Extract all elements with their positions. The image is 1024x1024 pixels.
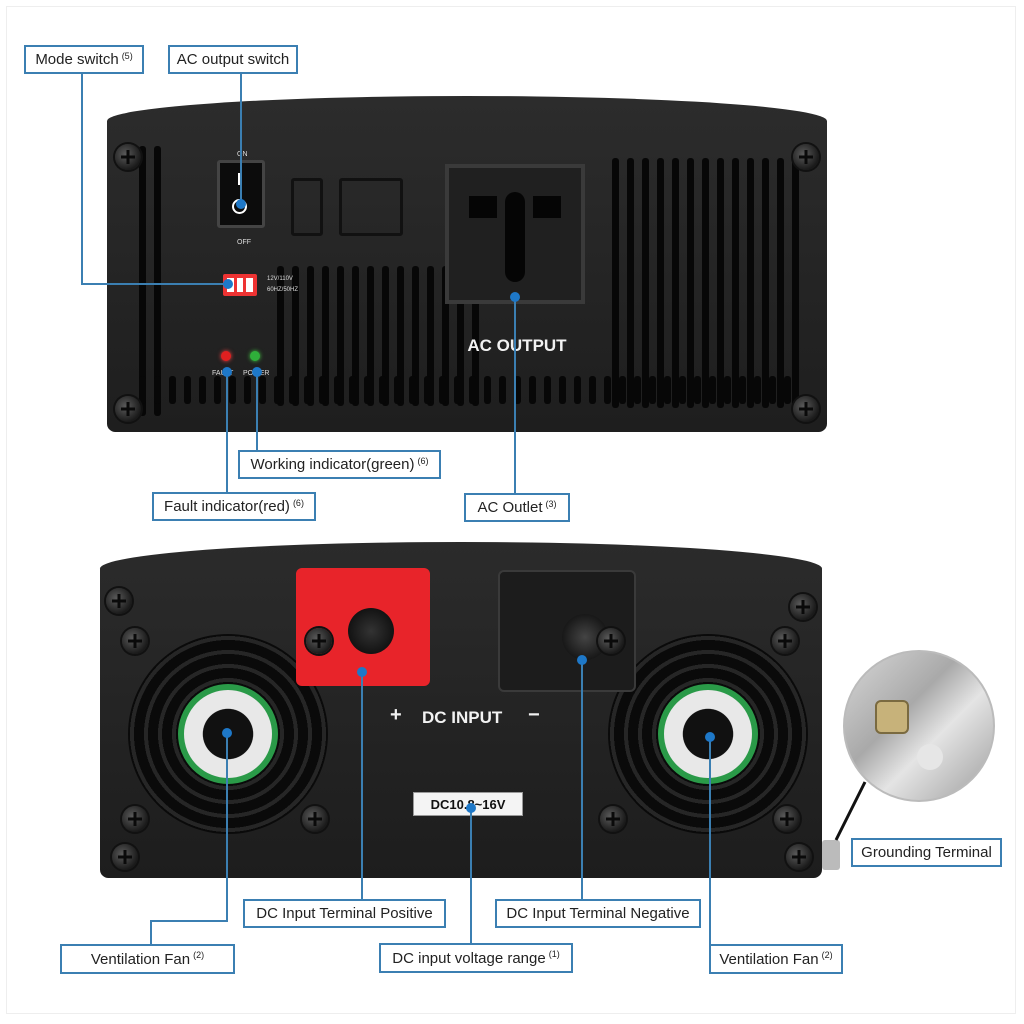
- callout-ventilation-fan-left: Ventilation Fan(2): [60, 944, 235, 974]
- callout-ac-outlet-note: (3): [546, 499, 557, 509]
- leader-fan-left-drop: [150, 920, 152, 946]
- callout-ac-output-switch: AC output switch: [168, 45, 298, 74]
- callout-dc-positive-text: DC Input Terminal Positive: [256, 905, 432, 922]
- callout-grounding-terminal-text: Grounding Terminal: [861, 844, 992, 861]
- callout-fan-left-text: Ventilation Fan: [91, 951, 190, 968]
- leader-dc-positive: [361, 672, 363, 900]
- pointer-ac-outlet: [510, 292, 520, 302]
- leader-mode-switch-h: [81, 283, 228, 285]
- callout-dc-positive: DC Input Terminal Positive: [243, 899, 446, 928]
- leader-dc-negative: [581, 660, 583, 900]
- leader-mode-switch-v: [81, 73, 83, 284]
- callout-fault-indicator: Fault indicator(red)(6): [152, 492, 316, 521]
- pointer-working-indicator: [252, 367, 262, 377]
- callout-dc-voltage-range-text: DC input voltage range: [392, 950, 545, 967]
- leader-ac-switch: [240, 73, 242, 205]
- callout-ac-output-switch-text: AC output switch: [177, 51, 290, 68]
- pointer-dc-voltage: [466, 803, 476, 813]
- leader-fan-right: [709, 737, 711, 945]
- callout-fan-right-note: (2): [822, 950, 833, 960]
- leader-ac-outlet: [514, 297, 516, 493]
- callout-fan-right-text: Ventilation Fan: [719, 951, 818, 968]
- callout-fault-indicator-text: Fault indicator(red): [164, 498, 290, 515]
- callout-dc-voltage-range: DC input voltage range (1): [379, 943, 573, 973]
- callout-mode-switch-note: (5): [122, 51, 133, 61]
- callout-grounding-terminal: Grounding Terminal: [851, 838, 1002, 867]
- pointer-dc-positive: [357, 667, 367, 677]
- pointer-dc-negative: [577, 655, 587, 665]
- callout-mode-switch: Mode switch (5): [24, 45, 144, 74]
- callout-mode-switch-text: Mode switch: [35, 51, 118, 68]
- pointer-fan-right: [705, 732, 715, 742]
- pointer-mode-switch: [223, 279, 233, 289]
- pointer-ac-switch: [236, 199, 246, 209]
- pointer-fan-left: [222, 728, 232, 738]
- callout-dc-negative: DC Input Terminal Negative: [495, 899, 701, 928]
- callout-ac-outlet: AC Outlet (3): [464, 493, 570, 522]
- leader-fault-indicator: [226, 372, 228, 492]
- leader-working-indicator: [256, 372, 258, 452]
- callout-dc-voltage-range-note: (1): [549, 949, 560, 959]
- callout-fan-left-note: (2): [193, 950, 204, 960]
- callout-ac-outlet-text: AC Outlet: [477, 499, 542, 516]
- callout-working-indicator: Working indicator(green)(6): [238, 450, 441, 479]
- callout-ventilation-fan-right: Ventilation Fan (2): [709, 944, 843, 974]
- leader-dc-voltage: [470, 808, 472, 944]
- pointer-fault-indicator: [222, 367, 232, 377]
- callout-working-indicator-text: Working indicator(green): [251, 456, 415, 473]
- callout-fault-indicator-note: (6): [293, 498, 304, 508]
- leader-fan-left: [226, 733, 228, 921]
- callout-dc-negative-text: DC Input Terminal Negative: [506, 905, 689, 922]
- callout-working-indicator-note: (6): [417, 456, 428, 466]
- leader-fan-left-h: [150, 920, 228, 922]
